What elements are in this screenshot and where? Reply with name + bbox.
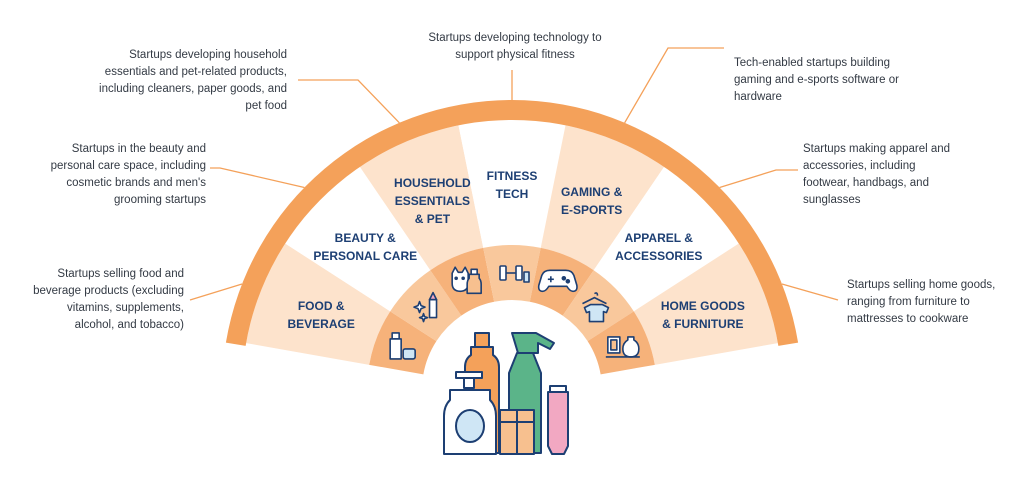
apparel-accessories-description: Startups making apparel and accessories,… [803,143,951,206]
segment-label-line: PERSONAL CARE [313,249,417,263]
game-controller-icon [537,269,578,293]
home-goods-furniture-description: Startups selling home goods, ranging fro… [847,279,996,325]
wedge-beauty [285,166,431,312]
segment-label-line: & FURNITURE [662,317,743,331]
segment-label-line: TECH [496,187,529,201]
wedge-gaming [540,125,665,271]
segment-label-line: BEAUTY & [335,231,396,245]
leader-line-beauty [210,167,305,189]
inner-band-food [369,311,437,375]
category-labels: FOOD & BEVERAGE BEAUTY & PERSONAL CARE HOUSE… [287,169,744,331]
segment-label-gaming: GAMING & E-SPORTS [561,185,623,217]
segment-label-line: BEVERAGE [287,317,354,331]
wedge-apparel [593,166,739,312]
wedge-food [246,243,391,365]
segment-label-food: FOOD & BEVERAGE [287,299,354,331]
segment-label-line: & PET [415,212,451,226]
segment-label-line: HOUSEHOLD [394,176,471,190]
segment-label-line: FITNESS [487,169,538,183]
leader-lines [189,47,839,301]
segment-label-line: ACCESSORIES [615,249,702,263]
segment-label-line: FOOD & [298,299,345,313]
segment-label-apparel: APPAREL & ACCESSORIES [615,231,702,263]
segment-label-line: GAMING & [561,185,623,199]
wedge-home [633,243,778,365]
segment-label-line: ESSENTIALS [395,194,470,208]
segment-label-line: HOME GOODS [661,299,745,313]
segment-label-line: E-SPORTS [561,203,622,217]
leader-line-household [298,79,400,124]
food-beverage-description: Startups selling food and beverage produ… [33,268,184,331]
category-wedges [246,120,778,365]
wedge-fitness [458,120,566,248]
segment-label-home: HOME GOODS & FURNITURE [661,299,745,331]
household-pet-description: Startups developing household essentials… [99,49,287,112]
segment-label-beauty: BEAUTY & PERSONAL CARE [313,231,417,263]
hanger-shirt-icon [582,292,610,323]
leader-line-apparel [719,169,798,189]
fitness-tech-description: Startups developing technology to suppor… [428,32,602,61]
leader-line-home [781,283,839,301]
inner-band-home [587,311,655,375]
leader-line-gaming [624,47,724,124]
inner-band-beauty [390,270,462,342]
dumbbell-icon [499,265,530,283]
segment-label-household: HOUSEHOLD ESSENTIALS & PET [394,176,471,226]
cat-and-spray-icon [451,266,482,295]
beauty-personal-care-description: Startups in the beauty and personal care… [50,143,206,206]
category-icons [389,265,640,360]
gaming-esports-description: Tech-enabled startups building gaming an… [734,57,899,103]
wedge-household [359,125,484,271]
frame-and-vase-icon [605,336,640,358]
consumer-products-cluster-icon [443,332,569,455]
lipstick-sparkle-icon [413,291,438,323]
segment-label-line: APPAREL & [625,231,694,245]
segment-label-fitness: FITNESS TECH [487,169,538,201]
leader-line-food [189,283,243,301]
bottle-and-can-icon [389,332,416,360]
